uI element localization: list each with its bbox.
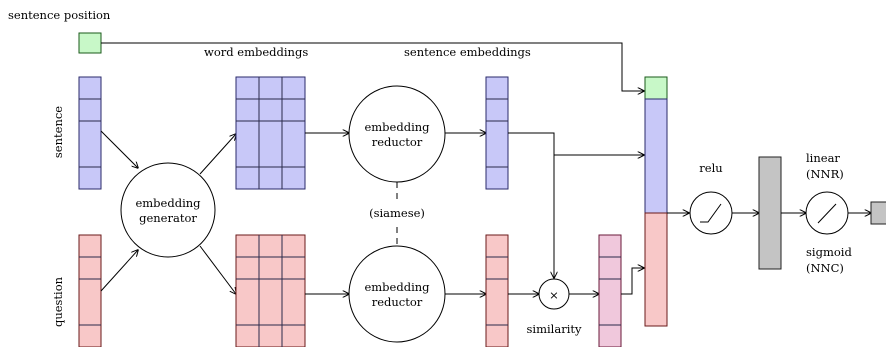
sentence-position-box xyxy=(78,32,102,54)
concatenated-vector xyxy=(644,76,668,327)
linear-label: linear xyxy=(806,151,840,165)
question-side-label: question xyxy=(51,276,65,327)
reductor-top-label-2: reductor xyxy=(372,135,423,149)
question-to-generator-edge xyxy=(100,250,138,292)
sentence-position-label: sentence position xyxy=(8,8,111,22)
reductor-bottom-label-1: embedding xyxy=(364,280,430,294)
question-embedding-vector xyxy=(485,234,509,347)
relu-node xyxy=(689,191,733,235)
embedding-reductor-top-node: embedding reductor xyxy=(348,85,446,183)
reductor-top-label-1: embedding xyxy=(364,120,430,134)
similarity-label: similarity xyxy=(527,322,582,336)
relu-activation-icon xyxy=(700,203,722,223)
sentence-side-label: sentence xyxy=(51,106,65,158)
relu-label: relu xyxy=(699,161,722,175)
embedding-reductor-bottom-node: embedding reductor xyxy=(348,245,446,343)
nnr-label: (NNR) xyxy=(806,167,844,181)
sigmoid-label: sigmoid xyxy=(806,245,852,259)
position-to-concat-edge xyxy=(101,42,644,91)
nnc-label: (NNC) xyxy=(806,261,844,275)
similarity-vector xyxy=(598,234,622,347)
concat-sentence-segment xyxy=(644,98,668,214)
sentence-input-vector xyxy=(78,76,102,190)
concat-question-segment xyxy=(644,212,668,327)
sentence-word-embeddings-matrix xyxy=(235,76,306,190)
sentence-embeddings-label: sentence embeddings xyxy=(404,45,531,59)
multiply-node: × xyxy=(538,278,570,310)
hidden-dense-layer xyxy=(758,156,782,270)
generator-to-sentence-wordemb-edge xyxy=(199,134,236,175)
sentemb-to-concat-edge xyxy=(508,132,644,155)
similarity-to-concat-edge xyxy=(621,268,644,295)
concat-position-segment xyxy=(644,76,668,100)
question-input-vector xyxy=(78,234,102,347)
sentence-to-generator-edge xyxy=(100,130,138,168)
generator-to-question-wordemb-edge xyxy=(199,245,236,294)
output-activation-node xyxy=(805,191,849,235)
question-word-embeddings-matrix xyxy=(235,234,306,347)
word-embeddings-label: word embeddings xyxy=(204,45,308,59)
linear-activation-icon xyxy=(817,203,837,224)
reductor-bottom-label-2: reductor xyxy=(372,295,423,309)
sentence-embedding-vector xyxy=(485,76,509,190)
siamese-label: (siamese) xyxy=(369,206,425,220)
embedding-generator-label-1: embedding xyxy=(135,196,201,210)
embedding-generator-label-2: generator xyxy=(139,211,197,225)
multiply-symbol: × xyxy=(549,288,559,302)
embedding-generator-node: embedding generator xyxy=(120,162,216,258)
output-unit xyxy=(870,201,886,225)
